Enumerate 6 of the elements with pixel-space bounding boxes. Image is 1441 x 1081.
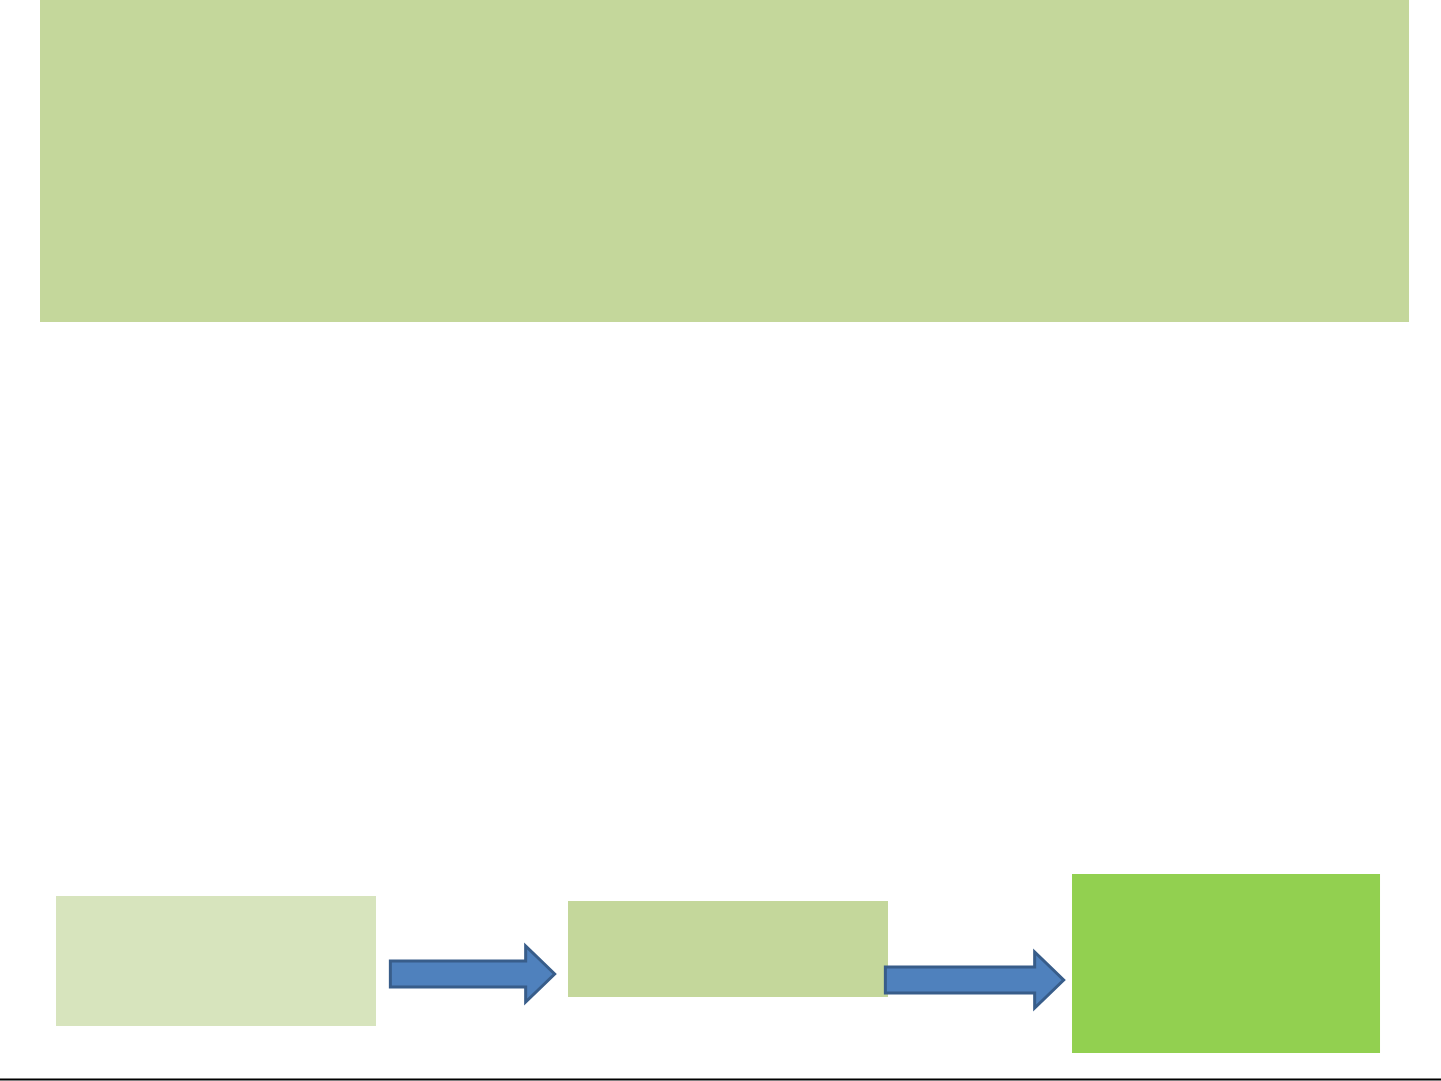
block-arrow bbox=[388, 942, 557, 1006]
process-box bbox=[56, 896, 376, 1026]
process-box bbox=[568, 901, 888, 997]
block-arrow bbox=[883, 948, 1066, 1012]
process-box bbox=[1072, 874, 1380, 1053]
header-band bbox=[40, 0, 1409, 322]
